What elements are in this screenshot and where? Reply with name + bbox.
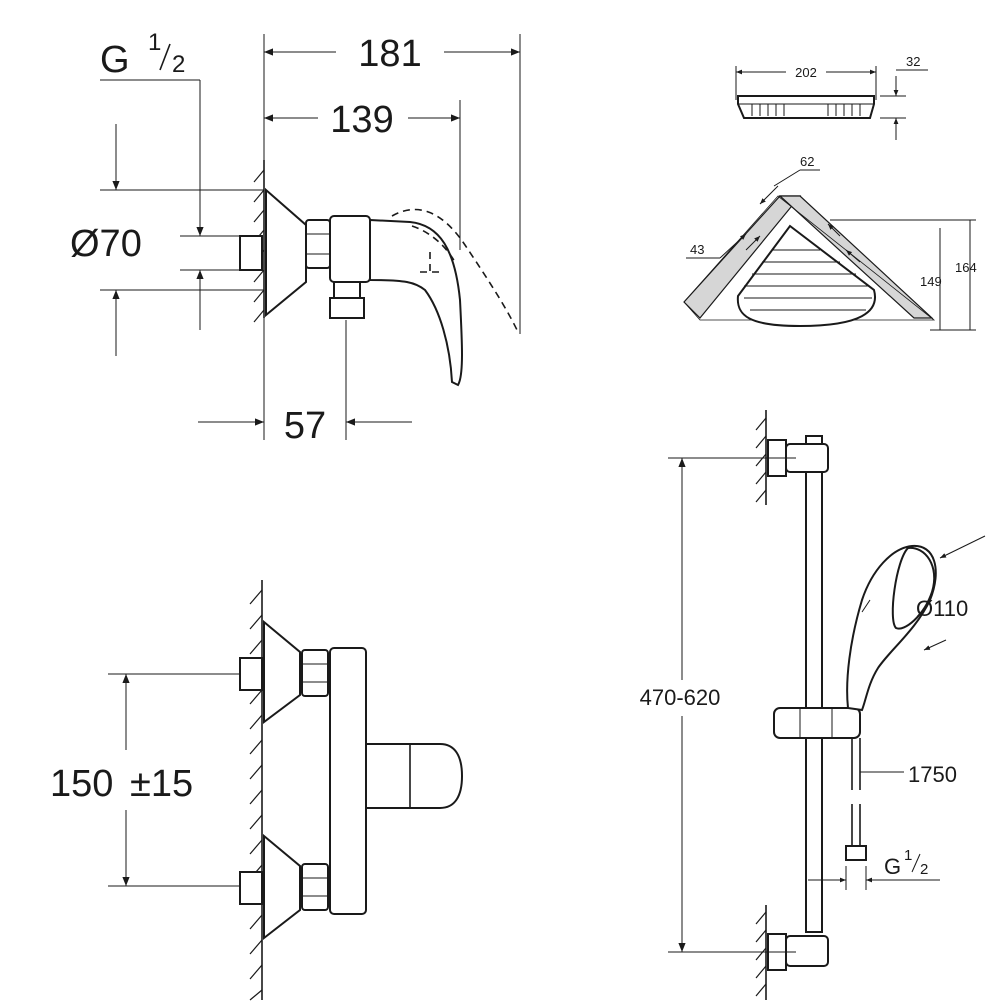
shower-rail	[805, 471, 823, 933]
side-view-mixer: 181 139 G 1 2 Ø70 57	[70, 29, 521, 447]
hose-nut	[845, 845, 867, 861]
dim-d70: Ø70	[70, 223, 142, 265]
escutcheon	[265, 187, 307, 318]
lever-front	[365, 743, 464, 809]
mixer-body	[329, 215, 371, 283]
corner-basket	[736, 224, 876, 328]
shower-head	[891, 546, 936, 630]
outlet-connector	[329, 297, 365, 319]
dim-139: 139	[330, 99, 393, 141]
lever-handle	[369, 218, 463, 387]
dim-57: 57	[284, 405, 326, 447]
dim-d110: Ø110	[916, 596, 968, 621]
front-view-mixer: 150 ±15	[50, 580, 464, 1001]
upper-nut	[301, 649, 329, 697]
rail-thread-g: G	[884, 854, 901, 879]
wall-hatching-front	[249, 589, 263, 1001]
corner-basket-slats	[744, 249, 872, 311]
wall-connector	[239, 235, 263, 271]
dim-32: 32	[906, 54, 920, 69]
lower-connector	[239, 871, 263, 905]
dim-181: 181	[358, 33, 421, 75]
mixer-body-front	[329, 647, 367, 915]
shower-rail-set: 1750 Ø110 G 1 2 470-620	[640, 410, 986, 1000]
union-nut	[305, 219, 331, 269]
lower-escutcheon	[263, 833, 301, 941]
basket-side-view: 202 32	[735, 54, 928, 140]
rail-thread-den: 2	[920, 861, 928, 878]
dim-202: 202	[795, 65, 817, 80]
rail-thread-num: 1	[904, 847, 912, 864]
dim-1750: 1750	[908, 762, 957, 787]
basket-slats	[751, 104, 861, 116]
upper-connector	[239, 657, 263, 691]
basket-profile	[737, 95, 875, 119]
basket-corner-view: 62 43 149 164	[683, 154, 977, 331]
thread-den: 2	[172, 51, 185, 78]
lever-swing-path	[391, 208, 519, 333]
lower-bracket	[785, 935, 829, 967]
dim-43: 43	[690, 242, 704, 257]
dim-164: 164	[955, 260, 977, 275]
thread-num: 1	[148, 29, 161, 56]
upper-escutcheon	[263, 619, 301, 724]
dim-470-620: 470-620	[640, 685, 721, 710]
dim-62: 62	[800, 154, 814, 169]
dim-tolerance: ±15	[130, 763, 193, 805]
dim-150: 150	[50, 763, 113, 805]
dim-149: 149	[920, 274, 942, 289]
slider	[773, 707, 861, 739]
lower-nut	[301, 863, 329, 911]
thread-g-label: G	[100, 39, 130, 81]
